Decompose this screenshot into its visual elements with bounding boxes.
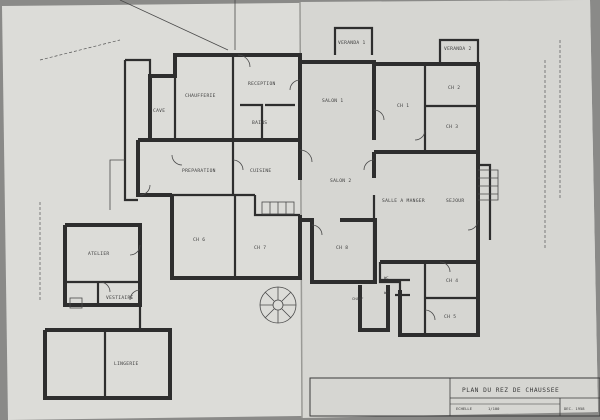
label-sejour: SEJOUR — [446, 198, 464, 204]
label-ch-4: CH 4 — [446, 278, 458, 284]
title-block: PLAN DU REZ DE CHAUSSEE ECHELLE 1/100 DE… — [309, 377, 600, 417]
walls — [109, 26, 499, 337]
label-ch-7: CH 7 — [254, 245, 266, 251]
label-atelier: ATELIER — [88, 251, 109, 257]
door-swings — [99, 54, 479, 321]
outbuilding-walls — [43, 223, 172, 400]
label-salle-a-manger: SALLE A MANGER — [382, 198, 425, 204]
label-ch-2: CH 2 — [448, 85, 460, 91]
label-bains: BAINS — [252, 120, 267, 126]
scale-label: ECHELLE — [456, 406, 473, 411]
label-chauf: CHAUF — [352, 296, 364, 301]
label-wc-1: WC — [384, 275, 389, 280]
label-ch-5: CH 5 — [444, 314, 456, 320]
label-ch-1: CH 1 — [397, 103, 409, 109]
plan-title: PLAN DU REZ DE CHAUSSEE — [462, 387, 559, 394]
label-cave: CAVE — [153, 108, 165, 114]
label-ch-6: CH 6 — [193, 237, 205, 243]
label-vestiaire: VESTIAIRE — [106, 295, 134, 301]
label-preparation: PREPARATION — [182, 168, 216, 174]
label-cuisine: CUISINE — [250, 168, 271, 174]
plan-date: DEC. 1958 — [564, 406, 585, 411]
label-veranda-1: VERANDA 1 — [338, 40, 366, 46]
scale-value: 1/100 — [488, 406, 500, 411]
label-reception: RECEPTION — [248, 81, 276, 87]
label-ch-8: CH 8 — [336, 245, 348, 251]
label-salon-2: SALON 2 — [330, 178, 351, 184]
label-wc-2: WC — [384, 290, 389, 295]
label-lingerie: LINGERIE — [114, 361, 139, 367]
label-chaufferie: CHAUFFERIE — [185, 93, 216, 99]
room-labels: VERANDA 1 VERANDA 2 CHAUFFERIE CAVE RECE… — [88, 40, 472, 367]
label-veranda-2: VERANDA 2 — [444, 46, 472, 52]
label-ch-3: CH 3 — [446, 124, 458, 130]
label-salon-1: SALON 1 — [322, 98, 343, 104]
